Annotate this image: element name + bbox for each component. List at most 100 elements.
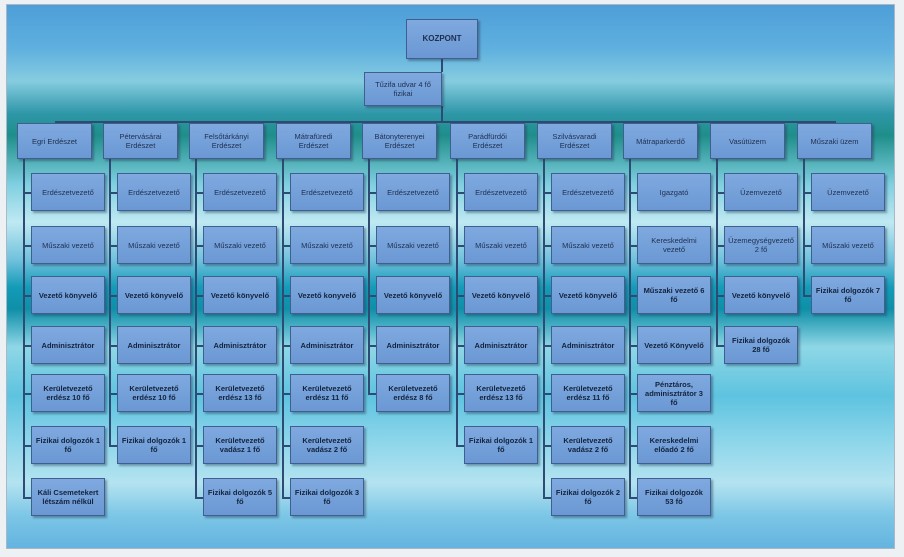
connector-line bbox=[543, 159, 545, 497]
position-box: Vezető konyvelő bbox=[290, 276, 364, 314]
connector-line bbox=[441, 59, 443, 72]
connector-line bbox=[543, 345, 551, 347]
position-box: Vezető Könyvelő bbox=[637, 326, 711, 364]
department-header-vas-t-zem: Vasútüzem bbox=[710, 123, 785, 159]
connector-line bbox=[226, 121, 228, 123]
connector-line bbox=[282, 445, 290, 447]
department-header-b-tonyterenyei-erd-szet: Bátonyterenyei Erdészet bbox=[362, 123, 437, 159]
department-header-p-terv-s-rai-erd-szet: Pétervásárai Erdészet bbox=[103, 123, 178, 159]
connector-line bbox=[368, 159, 370, 393]
connector-line bbox=[456, 393, 464, 395]
position-box: Adminisztrátor bbox=[376, 326, 450, 364]
position-box: Kerületvezető erdész 11 fő bbox=[290, 374, 364, 412]
position-box: Erdészetvezető bbox=[551, 173, 625, 211]
connector-line bbox=[368, 295, 376, 297]
position-box: Erdészetvezető bbox=[117, 173, 191, 211]
position-box: Vezető könyvelő bbox=[376, 276, 450, 314]
connector-line bbox=[543, 245, 551, 247]
connector-line bbox=[399, 121, 401, 123]
position-box: Kereskedelmi vezető bbox=[637, 226, 711, 264]
connector-line bbox=[195, 445, 203, 447]
connector-line bbox=[441, 106, 443, 121]
connector-line bbox=[195, 393, 203, 395]
position-box: Adminisztrátor bbox=[551, 326, 625, 364]
department-header-m-szaki-zem: Műszaki üzem bbox=[797, 123, 872, 159]
connector-line bbox=[109, 245, 117, 247]
connector-line bbox=[282, 295, 290, 297]
position-box: Pénztáros, adminisztrátor 3 fő bbox=[637, 374, 711, 412]
position-box: Vezető könyvelő bbox=[203, 276, 277, 314]
connector-line bbox=[109, 159, 111, 445]
connector-line bbox=[803, 159, 805, 295]
department-header-par-df-rd-i-erd-szet: Parádfürdői Erdészet bbox=[450, 123, 525, 159]
position-box: Kerületvezető vadász 2 fő bbox=[551, 426, 625, 464]
root-box-kozpont: KOZPONT bbox=[406, 19, 478, 59]
connector-line bbox=[23, 159, 25, 497]
connector-line bbox=[629, 393, 637, 395]
position-box: Üzemvezető bbox=[724, 173, 798, 211]
connector-line bbox=[629, 192, 637, 194]
connector-line bbox=[543, 393, 551, 395]
position-box: Kerületvezető erdész 13 fő bbox=[464, 374, 538, 412]
position-box: Üzemegységvezető 2 fő bbox=[724, 226, 798, 264]
connector-line bbox=[109, 295, 117, 297]
connector-line bbox=[660, 121, 662, 123]
connector-line bbox=[456, 245, 464, 247]
connector-line bbox=[282, 393, 290, 395]
connector-line bbox=[368, 245, 376, 247]
position-box: Erdészetvezető bbox=[376, 173, 450, 211]
connector-line bbox=[282, 192, 290, 194]
position-box: Erdészetvezető bbox=[203, 173, 277, 211]
connector-line bbox=[23, 393, 31, 395]
connector-line bbox=[574, 121, 576, 123]
connector-line bbox=[803, 192, 811, 194]
position-box: Erdészetvezető bbox=[464, 173, 538, 211]
connector-line bbox=[716, 245, 724, 247]
connector-line bbox=[23, 295, 31, 297]
position-box: Vezető könyvelő bbox=[551, 276, 625, 314]
position-box: Adminisztrátor bbox=[290, 326, 364, 364]
connector-line bbox=[543, 192, 551, 194]
connector-line bbox=[543, 497, 551, 499]
connector-line bbox=[195, 295, 203, 297]
position-box: Fizikai dolgozók 28 fő bbox=[724, 326, 798, 364]
connector-line bbox=[109, 393, 117, 395]
position-box: Fizikai dolgozók 53 fő bbox=[637, 478, 711, 516]
position-box: Erdészetvezető bbox=[31, 173, 105, 211]
connector-line bbox=[282, 159, 284, 497]
connector-line bbox=[23, 192, 31, 194]
connector-line bbox=[368, 393, 376, 395]
connector-line bbox=[23, 445, 31, 447]
position-box: Kerületvezető erdész 11 fő bbox=[551, 374, 625, 412]
position-box: Adminisztrátor bbox=[464, 326, 538, 364]
position-box: Igazgató bbox=[637, 173, 711, 211]
connector-line bbox=[140, 121, 142, 123]
department-header-fels-t-rk-nyi-erd-szet: Felsőtárkányi Erdészet bbox=[189, 123, 264, 159]
connector-line bbox=[195, 192, 203, 194]
connector-line bbox=[109, 345, 117, 347]
connector-line bbox=[54, 121, 56, 123]
position-box: Műszaki vezető bbox=[117, 226, 191, 264]
connector-line bbox=[716, 159, 718, 345]
position-box: Vezető könyvelő bbox=[31, 276, 105, 314]
position-box: Kerületvezető vadász 1 fő bbox=[203, 426, 277, 464]
connector-line bbox=[23, 345, 31, 347]
position-box: Fizikai dolgozók 2 fő bbox=[551, 478, 625, 516]
department-header-m-traparkerd-: Mátraparkerdő bbox=[623, 123, 698, 159]
position-box: Műszaki vezető bbox=[203, 226, 277, 264]
position-box: Adminisztrátor bbox=[31, 326, 105, 364]
connector-line bbox=[543, 445, 551, 447]
connector-line bbox=[368, 192, 376, 194]
connector-line bbox=[368, 345, 376, 347]
tuzifa-udvar-box: Tűzifa udvar 4 fő fizikai bbox=[364, 72, 442, 106]
department-header-egri-erd-szet: Egri Erdészet bbox=[17, 123, 92, 159]
position-box: Műszaki vezető bbox=[464, 226, 538, 264]
position-box: Vezető könyvelő bbox=[464, 276, 538, 314]
position-box: Fizikai dolgozók 5 fő bbox=[203, 478, 277, 516]
position-box: Kerületvezető erdész 10 fő bbox=[31, 374, 105, 412]
position-box: Műszaki vezető bbox=[551, 226, 625, 264]
connector-line bbox=[456, 445, 464, 447]
connector-line bbox=[109, 192, 117, 194]
connector-line bbox=[195, 345, 203, 347]
connector-line bbox=[716, 295, 724, 297]
